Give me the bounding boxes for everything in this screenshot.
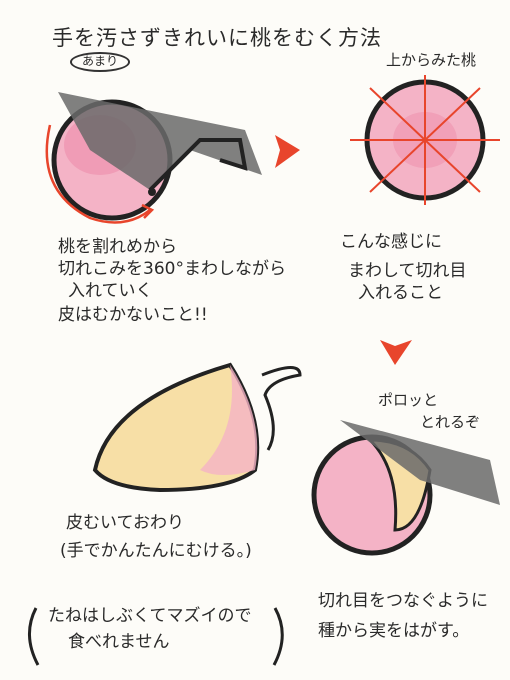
step1-line3: 入れていく bbox=[68, 281, 153, 301]
arrow-down-icon bbox=[380, 340, 412, 365]
note-line1: たねはしぶくてマズイので bbox=[48, 606, 252, 626]
peeled-wedge-drawing bbox=[92, 362, 302, 493]
step1-line1: 桃を割れめから bbox=[58, 237, 177, 257]
note-line2: 食べれません bbox=[68, 632, 170, 652]
arrow-right-icon bbox=[275, 135, 300, 168]
step5-line1: 切れ目をつなぐように bbox=[318, 591, 488, 611]
step2-line2: まわして切れ目 bbox=[348, 261, 467, 281]
pulling-wedge-drawing bbox=[311, 420, 500, 556]
sfx-line2: とれるぞ bbox=[420, 413, 481, 431]
page-title: 手を汚さずきれいに桃をむく方法 bbox=[52, 26, 382, 50]
step4-line1: 皮むいておわり bbox=[66, 513, 184, 533]
peach-knife-drawing bbox=[45, 92, 262, 224]
topview-label: 上からみた桃 bbox=[386, 51, 477, 69]
step2-line1: こんな感じに bbox=[340, 232, 442, 252]
step2-line3: 入れること bbox=[358, 283, 443, 303]
step1-line2: 切れこみを360°まわしながら bbox=[58, 259, 286, 279]
step1-line4: 皮はむかないこと!! bbox=[58, 305, 208, 325]
step5-line2: 種から実をはがす。 bbox=[318, 621, 470, 641]
peach-topview-drawing bbox=[350, 75, 500, 205]
title-tag: あまり bbox=[70, 52, 131, 72]
step4-line2: (手でかんたんにむける。) bbox=[60, 541, 252, 561]
sfx-line1: ポロッと bbox=[378, 391, 439, 409]
